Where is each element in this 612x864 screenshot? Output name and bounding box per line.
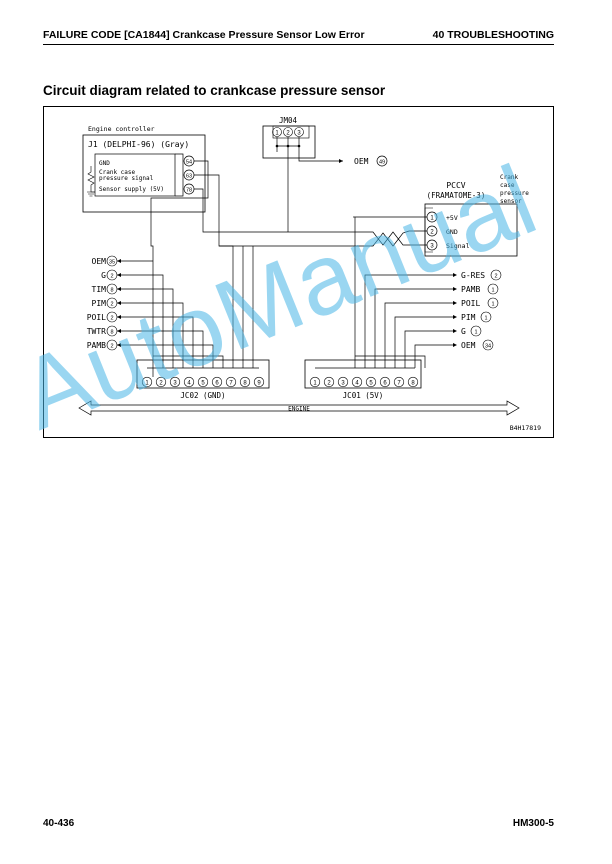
pccv-subtitle: (FRAMATOME-3) xyxy=(427,191,486,200)
left-out-g-pin: 2 xyxy=(110,274,113,280)
engine-controller-title: Engine controller xyxy=(88,125,155,133)
engine-arrow-icon xyxy=(78,400,520,416)
left-out-tim-pin: 8 xyxy=(110,288,113,294)
jc02-pin-2: 2 xyxy=(159,381,163,387)
j1-pin-supply-label: Sensor supply (5V) xyxy=(99,186,164,193)
left-out-pim-label: PIM xyxy=(92,299,107,308)
left-out-oem-label: OEM xyxy=(92,257,107,266)
pccv-pin-3: 3 xyxy=(430,244,434,250)
j1-pin-78: 78 xyxy=(186,188,192,194)
pccv-side-label-3: pressure xyxy=(500,190,529,197)
pccv-title: PCCV xyxy=(446,181,465,190)
j1-connector-label: J1 (DELPHI-96) (Gray) xyxy=(88,140,189,149)
jc01-pin-8: 8 xyxy=(411,381,415,387)
right-out-g-pin: 1 xyxy=(474,330,477,336)
jc01-box xyxy=(304,359,422,389)
pccv-pin-2-label: GND xyxy=(446,228,458,236)
j1-pin-block xyxy=(94,153,176,197)
ground-icon xyxy=(87,191,95,197)
j1-pin-54: 54 xyxy=(186,160,192,166)
j1-pin-63: 63 xyxy=(186,174,192,180)
right-out-g-label: G xyxy=(461,327,466,336)
right-out-pim-label: PIM xyxy=(461,313,476,322)
left-out-pamb-label: PAMB xyxy=(87,341,106,350)
footer-model: HM300-5 xyxy=(512,818,554,829)
jc01-pin-6: 6 xyxy=(383,381,387,387)
resistor-icon xyxy=(87,166,95,193)
jc02-pin-7: 7 xyxy=(229,381,233,387)
jm04-pin-2: 2 xyxy=(286,131,290,137)
jm04-title: JM04 xyxy=(279,116,298,125)
circuit-diagram: Engine controller J1 (DELPHI-96) (Gray) … xyxy=(43,106,554,438)
left-out-twtr-pin: 8 xyxy=(110,330,113,336)
engine-controller-box xyxy=(82,134,206,213)
jc02-pin-5: 5 xyxy=(201,381,205,387)
jc02-pin-1: 1 xyxy=(145,381,149,387)
jc01-pin-5: 5 xyxy=(369,381,373,387)
pccv-side-label-2: case xyxy=(500,182,515,189)
right-out-gres-pin: 2 xyxy=(494,274,497,280)
j1-pin-signal-label-1: Crank case xyxy=(99,169,136,176)
jc02-pin-4: 4 xyxy=(187,381,191,387)
pccv-pin-2: 2 xyxy=(430,230,434,236)
pccv-side-label-4: sensor xyxy=(500,198,522,205)
left-out-oem-pin: 35 xyxy=(109,260,115,266)
jc01-label: JC01 (5V) xyxy=(343,391,384,400)
jc02-label: JC02 (GND) xyxy=(180,391,225,400)
footer-page-number: 40-436 xyxy=(43,818,75,829)
jm04-pin-1: 1 xyxy=(275,131,279,137)
left-out-twtr-label: TWTR xyxy=(87,327,106,336)
header-section: 40 TROUBLESHOOTING xyxy=(432,29,554,41)
oem-49-pin: 49 xyxy=(379,160,385,166)
right-out-oem-label: OEM xyxy=(461,341,476,350)
engine-label: ENGINE xyxy=(288,406,310,413)
section-title: Circuit diagram related to crankcase pre… xyxy=(43,83,386,98)
left-out-pamb-pin: 2 xyxy=(110,344,113,350)
right-out-pamb-pin: 1 xyxy=(491,288,494,294)
jc01-pin-2: 2 xyxy=(327,381,331,387)
jm04-pin-3: 3 xyxy=(297,131,301,137)
right-out-pamb-label: PAMB xyxy=(461,285,480,294)
jc02-pin-8: 8 xyxy=(243,381,247,387)
pccv-pin-3-label: Signal xyxy=(446,242,470,250)
right-out-pim-pin: 1 xyxy=(484,316,487,322)
j1-pin-signal-label-2: pressure signal xyxy=(99,175,154,182)
pccv-side-label-1: Crank xyxy=(500,174,518,181)
jc01-pin-4: 4 xyxy=(355,381,359,387)
figure-id: B4H17819 xyxy=(510,424,541,432)
circuit-diagram-svg: Engine controller J1 (DELPHI-96) (Gray) … xyxy=(43,106,554,438)
pccv-pin-1-label: +5V xyxy=(446,214,458,222)
right-out-poil-pin: 1 xyxy=(491,302,494,308)
jc01-pin-1: 1 xyxy=(313,381,317,387)
header-rule xyxy=(43,44,554,45)
left-out-g-label: G xyxy=(101,271,106,280)
left-out-poil-label: POIL xyxy=(87,313,106,322)
left-out-pim-pin: 2 xyxy=(110,302,113,308)
right-out-oem-pin: 34 xyxy=(485,344,491,350)
left-out-poil-pin: 2 xyxy=(110,316,113,322)
header-title: FAILURE CODE [CA1844] Crankcase Pressure… xyxy=(43,29,365,41)
j1-pin-gnd-label: GND xyxy=(99,160,110,167)
figure-frame xyxy=(43,106,554,438)
jc02-pin-6: 6 xyxy=(215,381,219,387)
pccv-pin-1: 1 xyxy=(430,216,434,222)
jc01-pin-3: 3 xyxy=(341,381,345,387)
jc02-pin-9: 9 xyxy=(257,381,261,387)
jc01-pin-7: 7 xyxy=(397,381,401,387)
right-out-poil-label: POIL xyxy=(461,299,480,308)
jc02-box xyxy=(136,359,270,389)
jc02-pin-3: 3 xyxy=(173,381,177,387)
right-out-gres-label: G-RES xyxy=(461,271,485,280)
oem-49-label: OEM xyxy=(354,157,369,166)
left-out-tim-label: TIM xyxy=(92,285,107,294)
